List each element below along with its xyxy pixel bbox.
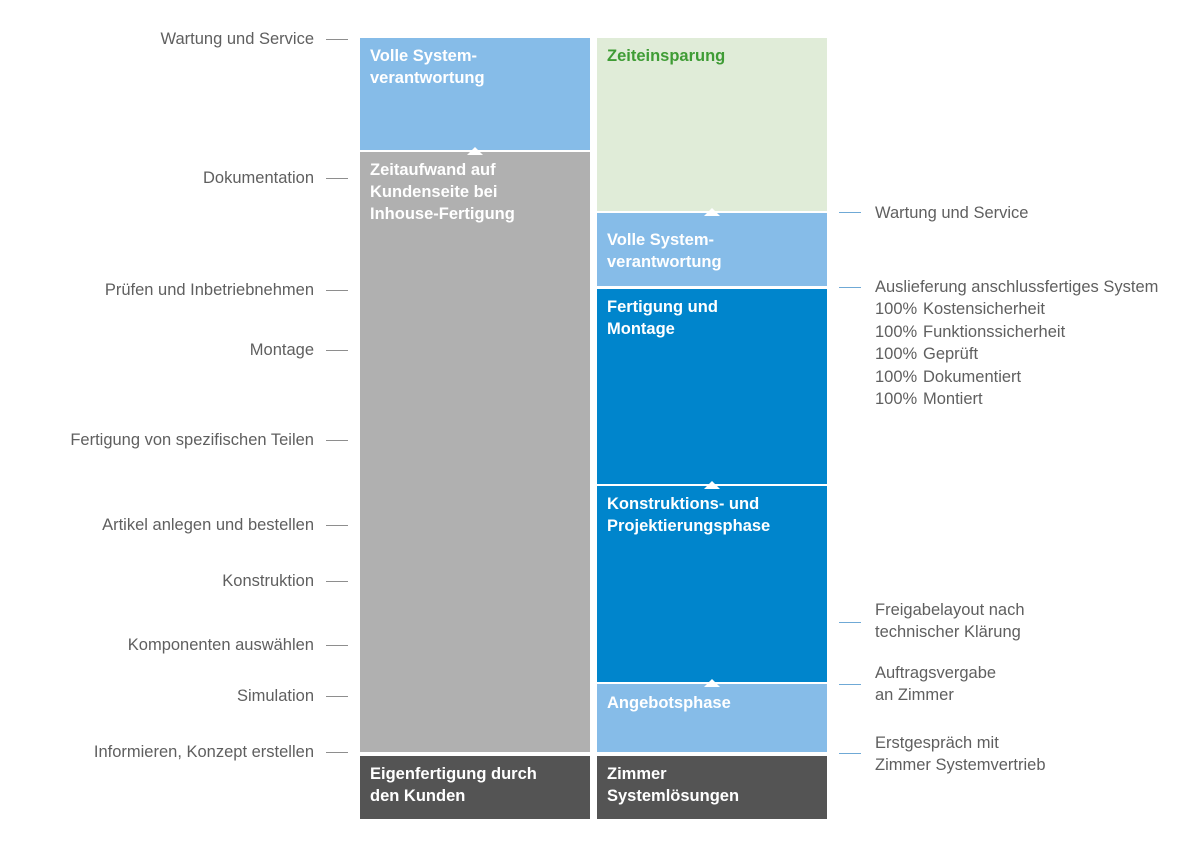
left-label-komponenten: Komponenten auswählen	[127, 636, 314, 654]
left-block-zeitaufwand: Zeitaufwand auf Kundenseite bei Inhouse-…	[360, 147, 590, 752]
left-block-title: Volle System- verantwortung	[370, 47, 485, 87]
right-block-title: Angebotsphase	[607, 694, 731, 712]
right-block-title: Zeiteinsparung	[607, 47, 726, 65]
right-block-konstruktion: Konstruktions- und Projektierungsphase	[597, 481, 827, 682]
guarantee-text: Funktionssicherheit	[923, 322, 1066, 341]
guarantee-pct: 100%	[875, 322, 918, 341]
left-label-informieren: Informieren, Konzept erstellen	[93, 743, 314, 761]
left-block-title: Zeitaufwand auf Kundenseite bei Inhouse-…	[370, 161, 515, 223]
right-block-angebotsphase: Angebotsphase	[597, 679, 827, 752]
left-label-wartung: Wartung und Service	[160, 30, 314, 48]
chevron-up-icon	[704, 208, 720, 216]
right-block-title: Fertigung und Montage	[607, 298, 718, 338]
right-label-wartung: Wartung und Service	[875, 204, 1029, 222]
right-tick	[839, 753, 861, 754]
right-tick	[839, 684, 861, 685]
chevron-up-icon	[704, 679, 720, 687]
right-block-systemverantwortung: Volle System- verantwortung	[597, 208, 827, 286]
right-tick	[839, 287, 861, 288]
left-footer-title: Eigenfertigung durch den Kunden	[370, 765, 537, 805]
left-tick	[326, 645, 348, 646]
left-tick	[326, 39, 348, 40]
chevron-up-icon	[467, 147, 483, 155]
guarantee-row: 100% Montiert	[875, 388, 1158, 410]
left-tick	[326, 350, 348, 351]
right-tick	[839, 622, 861, 623]
left-label-dokumentation: Dokumentation	[203, 169, 314, 187]
guarantee-text: Dokumentiert	[923, 367, 1022, 386]
guarantee-pct: 100%	[875, 367, 918, 386]
chevron-up-icon	[704, 481, 720, 489]
right-tick	[839, 212, 861, 213]
right-footer-title: Zimmer Systemlösungen	[607, 765, 740, 805]
left-label-artikel: Artikel anlegen und bestellen	[102, 516, 314, 534]
right-label-freigabe: Freigabelayout nach technischer Klärung	[875, 601, 1025, 641]
guarantee-row: 100% Geprüft	[875, 343, 1158, 365]
left-tick	[326, 752, 348, 753]
guarantee-text: Montiert	[923, 390, 983, 409]
guarantee-row: 100% Kostensicherheit	[875, 298, 1158, 320]
left-tick	[326, 581, 348, 582]
left-block-systemverantwortung: Volle System- verantwortung	[360, 38, 590, 150]
guarantee-text: Geprüft	[923, 345, 979, 364]
left-tick	[326, 178, 348, 179]
left-label-simulation: Simulation	[236, 687, 314, 705]
guarantee-pct: 100%	[875, 390, 918, 409]
guarantee-row: 100% Dokumentiert	[875, 366, 1158, 388]
guarantee-pct: 100%	[875, 345, 918, 364]
left-label-fertigung: Fertigung von spezifischen Teilen	[70, 431, 314, 449]
right-block-fertigung-montage: Fertigung und Montage	[597, 289, 827, 484]
left-label-konstruktion: Konstruktion	[222, 572, 314, 590]
left-label-pruefen: Prüfen und Inbetriebnehmen	[104, 281, 314, 299]
left-label-montage: Montage	[249, 341, 314, 359]
left-footer-eigenfertigung: Eigenfertigung durch den Kunden	[360, 756, 590, 819]
right-label-erstgespraech: Erstgespräch mit Zimmer Systemvertrieb	[875, 734, 1046, 774]
left-tick	[326, 290, 348, 291]
right-footer-zimmer: Zimmer Systemlösungen	[597, 756, 827, 819]
guarantee-pct: 100%	[875, 300, 918, 319]
right-label-auftrag: Auftragsvergabe an Zimmer	[875, 664, 997, 704]
right-block-zeiteinsparung: Zeiteinsparung	[597, 38, 827, 211]
left-tick	[326, 696, 348, 697]
right-block-title: Volle System- verantwortung	[607, 231, 722, 271]
right-list-auslieferung: Auslieferung anschlussfertiges System 10…	[875, 276, 1158, 410]
guarantee-row: 100% Funktionssicherheit	[875, 321, 1158, 343]
guarantee-text: Kostensicherheit	[923, 300, 1045, 319]
left-tick	[326, 525, 348, 526]
right-block-title: Konstruktions- und Projektierungsphase	[607, 495, 771, 535]
left-tick	[326, 440, 348, 441]
right-label-auslieferung: Auslieferung anschlussfertiges System	[875, 278, 1159, 296]
